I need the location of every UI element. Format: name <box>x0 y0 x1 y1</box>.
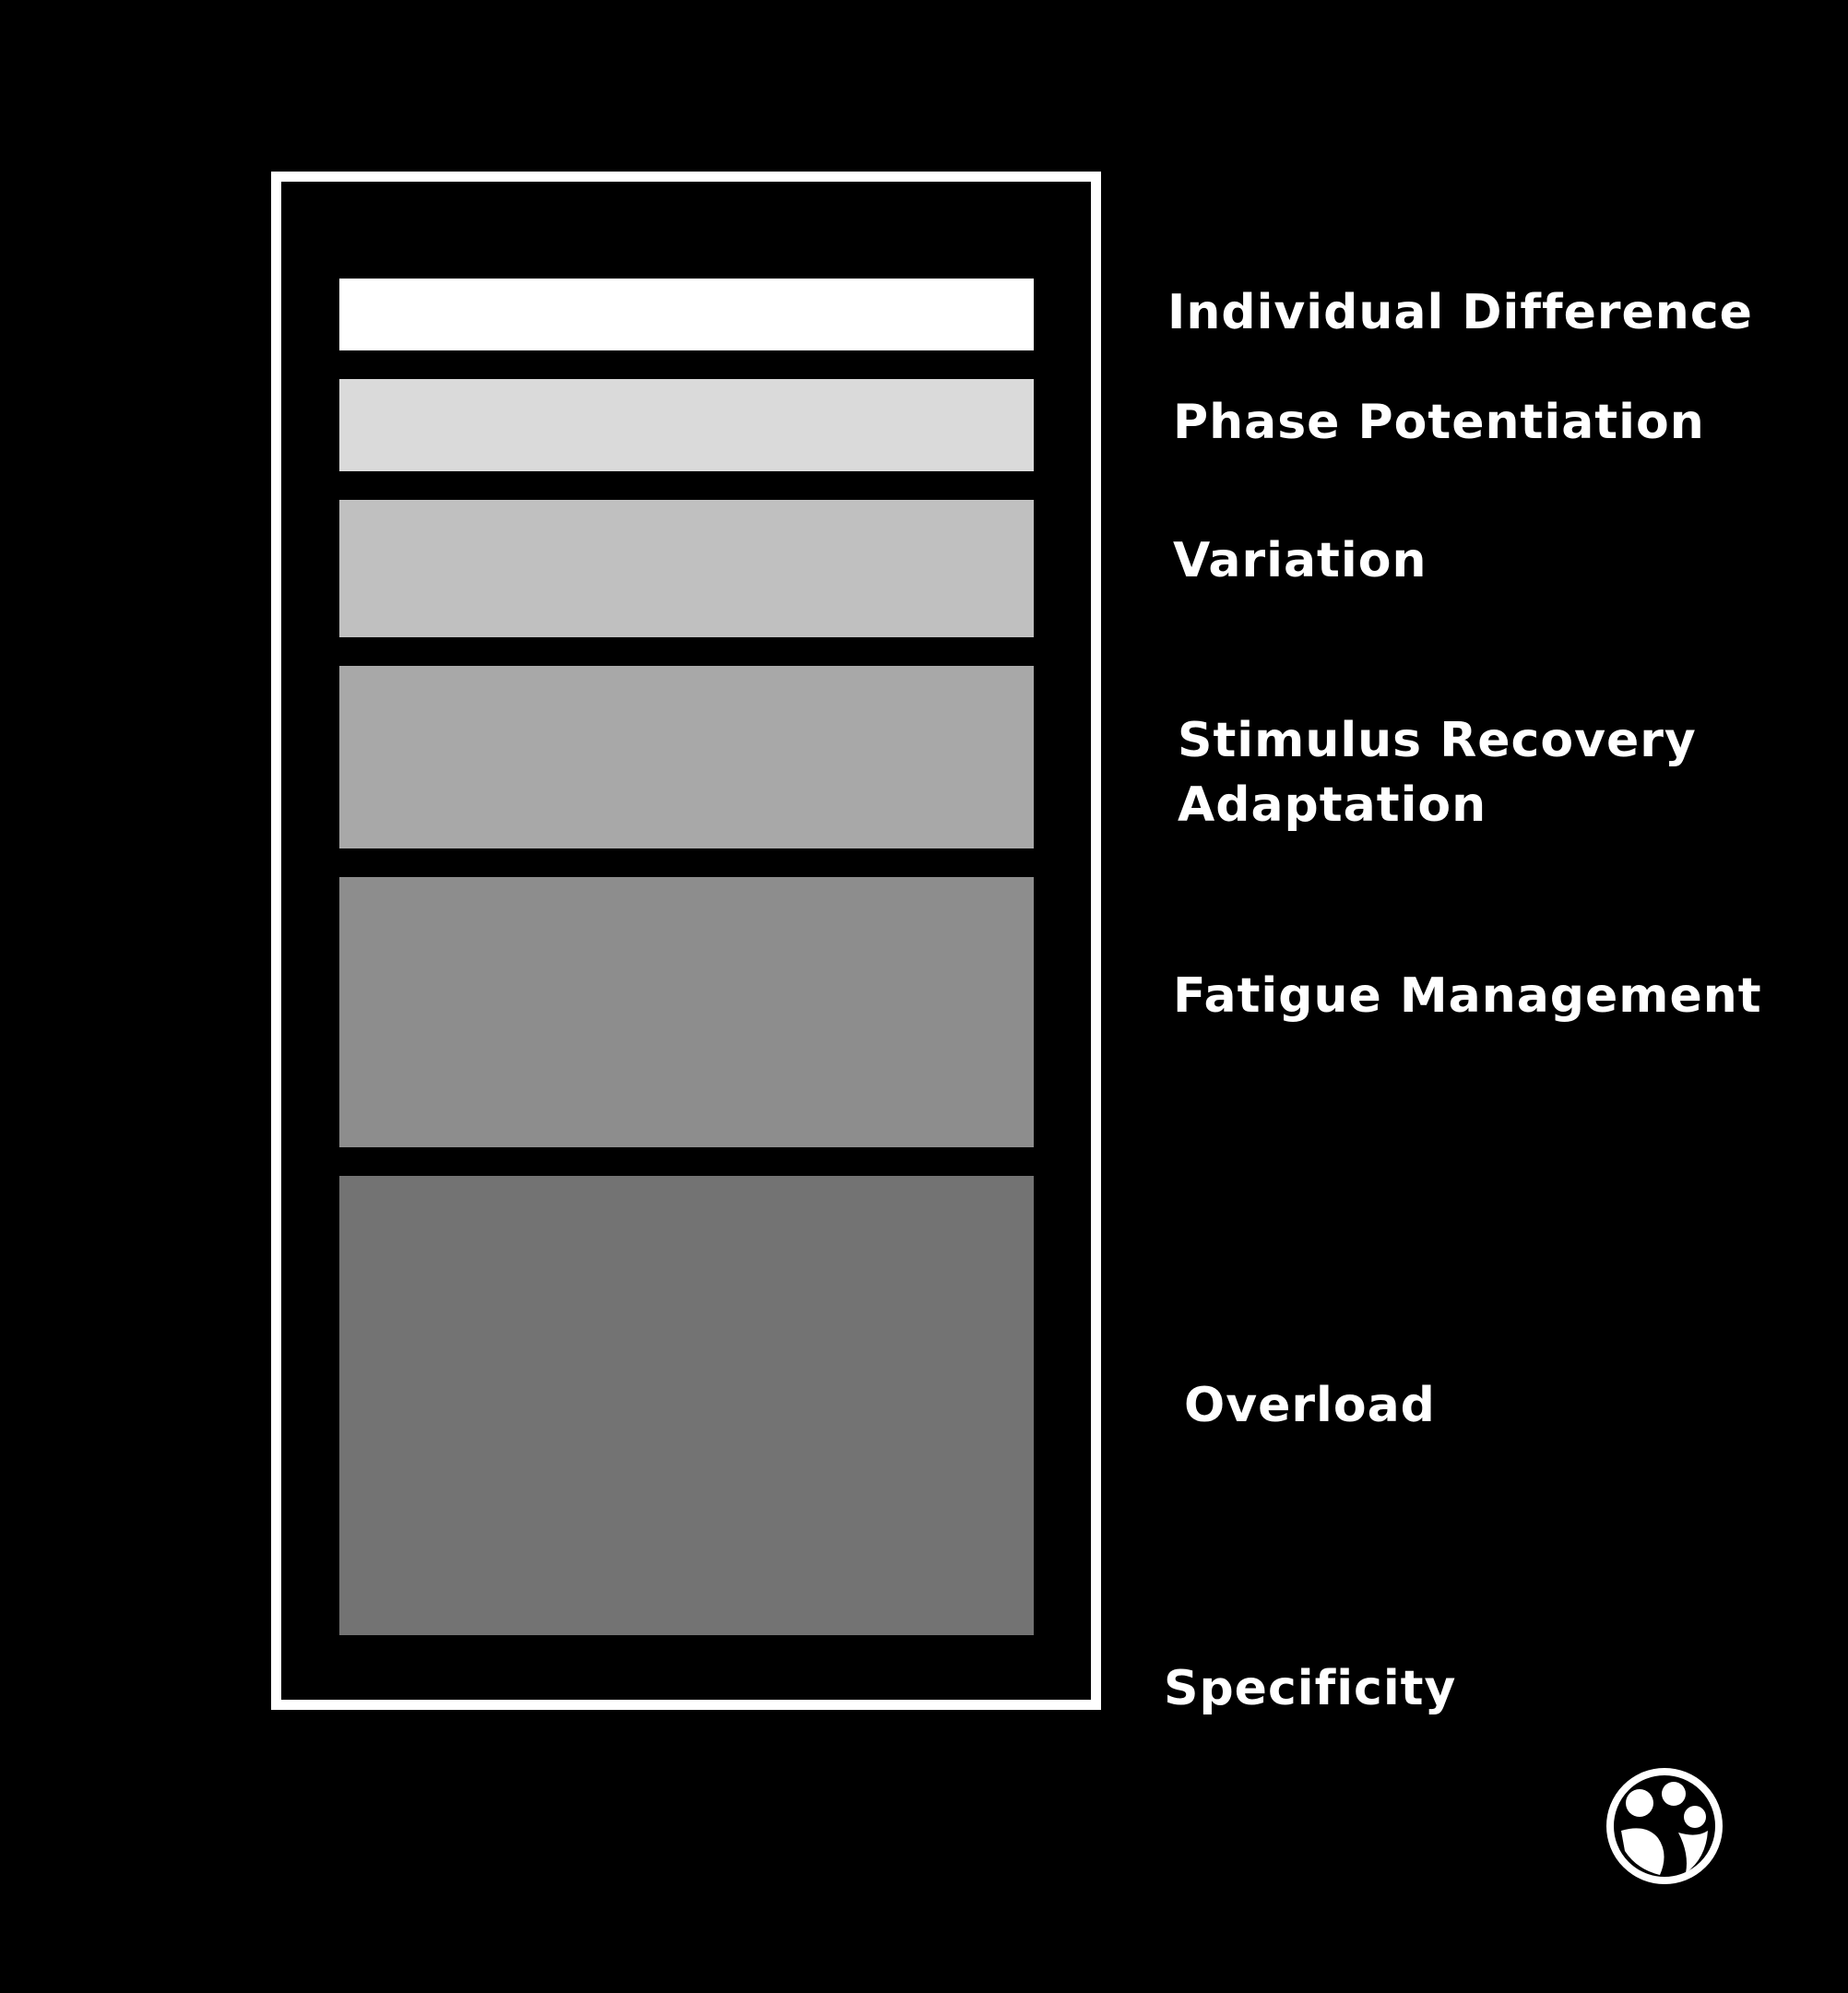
layer-bar-individual-difference <box>339 279 1034 350</box>
layer-label-individual-difference: Individual Difference <box>1167 285 1753 340</box>
container-label-specificity: Specificity <box>1164 1661 1457 1716</box>
layer-label-phase-potentiation: Phase Potentiation <box>1173 395 1705 450</box>
layer-bar-fatigue-management <box>339 877 1034 1147</box>
brand-logo-icon <box>1606 1768 1723 1884</box>
layer-bar-overload <box>339 1176 1034 1635</box>
layer-bar-variation <box>339 500 1034 637</box>
layer-bar-stimulus-recovery-adaptation <box>339 666 1034 848</box>
layer-bar-phase-potentiation <box>339 379 1034 471</box>
layer-label-overload: Overload <box>1184 1378 1436 1433</box>
layer-label-stimulus-recovery-adaptation: Stimulus Recovery Adaptation <box>1178 713 1697 833</box>
specificity-frame <box>271 172 1101 1710</box>
layer-label-variation: Variation <box>1173 533 1427 588</box>
layer-label-fatigue-management: Fatigue Management <box>1173 968 1762 1024</box>
